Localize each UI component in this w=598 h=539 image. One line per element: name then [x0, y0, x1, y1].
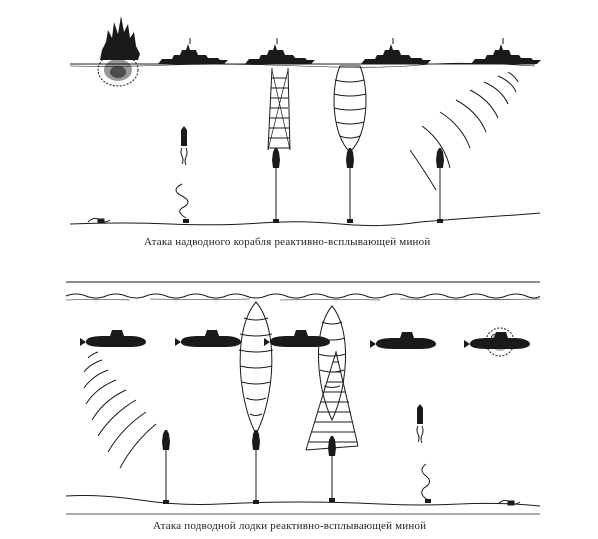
- ship-icon: [360, 37, 432, 65]
- seabed-line: [66, 496, 540, 507]
- mine-icon: [272, 148, 280, 168]
- mine-icon: [346, 148, 354, 168]
- explosion-icon: [486, 328, 514, 356]
- caption-submarine-attack: Атака подводной лодки реактивно-всплываю…: [153, 520, 427, 532]
- ship-icon: [157, 37, 229, 65]
- explosion-icon: [98, 16, 140, 86]
- mine-icon: [436, 148, 444, 168]
- submarine-icon: [370, 332, 436, 349]
- anchor-icon: [253, 500, 259, 504]
- sonar-wave-icon: [410, 72, 518, 190]
- caption-surface-attack: Атака надводного корабля реактивно-всплы…: [144, 236, 431, 248]
- ship-icon: [470, 37, 542, 65]
- detection-cone-icon: [306, 352, 358, 450]
- surface-attack-panel: [70, 16, 542, 226]
- detection-cone-icon: [268, 68, 290, 150]
- mine-icon: [162, 430, 170, 450]
- anchor-icon: [425, 499, 431, 503]
- detection-cone-icon: [334, 66, 366, 152]
- seabed-debris-icon: [498, 500, 520, 505]
- detection-cone-icon: [239, 302, 273, 434]
- detection-cone-icon: [318, 306, 346, 420]
- sonar-wave-icon: [84, 352, 156, 468]
- mine-icon: [252, 430, 260, 450]
- rocket-icon: [180, 125, 188, 166]
- rocket-icon: [416, 403, 424, 444]
- submarine-icon: [175, 330, 241, 347]
- mine-icon: [328, 436, 336, 456]
- submarine-attack-panel: [66, 282, 540, 514]
- submarine-icon: [80, 330, 146, 347]
- anchor-icon: [347, 219, 353, 223]
- seabed-debris-icon: [88, 218, 110, 223]
- anchor-icon: [329, 498, 335, 502]
- ship-icon: [244, 37, 316, 65]
- mine-cable: [422, 464, 430, 500]
- mine-cable: [176, 184, 188, 218]
- seabed-line: [70, 213, 540, 226]
- anchor-icon: [183, 219, 189, 223]
